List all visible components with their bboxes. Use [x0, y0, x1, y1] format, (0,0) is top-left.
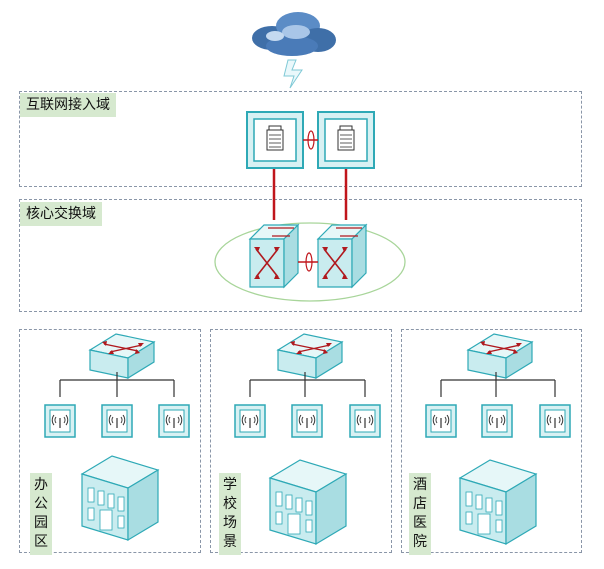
tree-lines: [249, 372, 366, 397]
firewall-icon: [317, 111, 375, 169]
cloud-icon: [252, 12, 336, 56]
link-aggregation-icon: [307, 130, 315, 150]
office-zone: [19, 329, 201, 553]
firewall-icon: [246, 111, 304, 169]
access-switch-icon: [89, 333, 155, 379]
wireless-ap-icon: [349, 404, 381, 438]
internet-zone: [19, 91, 582, 187]
building-icon: [459, 459, 537, 545]
link-aggregation-icon: [305, 252, 313, 272]
office-zone-label: 办 公 园 区: [30, 473, 52, 555]
core-zone-label: 核心交换域: [20, 202, 102, 226]
core-switch-icon: [317, 224, 367, 288]
hotel-zone: [401, 329, 582, 553]
core-switch-icon: [249, 224, 299, 288]
tree-lines: [59, 372, 175, 397]
wireless-ap-icon: [234, 404, 266, 438]
wireless-ap-icon: [158, 404, 190, 438]
wireless-ap-icon: [101, 404, 133, 438]
lightning-icon: [283, 59, 303, 89]
access-switch-icon: [467, 333, 533, 379]
school-zone-label: 学 校 场 景: [219, 473, 241, 555]
hotel-zone-label: 酒 店 医 院: [409, 473, 431, 555]
school-zone: [210, 329, 392, 553]
wireless-ap-icon: [44, 404, 76, 438]
building-icon: [269, 459, 347, 545]
wireless-ap-icon: [425, 404, 457, 438]
wireless-ap-icon: [481, 404, 513, 438]
core-zone: [19, 199, 582, 312]
wireless-ap-icon: [539, 404, 571, 438]
core-cluster-outline: [214, 222, 406, 302]
tree-lines: [440, 372, 556, 397]
access-switch-icon: [277, 333, 343, 379]
internet-zone-label: 互联网接入域: [20, 93, 116, 117]
wireless-ap-icon: [291, 404, 323, 438]
building-icon: [81, 455, 159, 541]
